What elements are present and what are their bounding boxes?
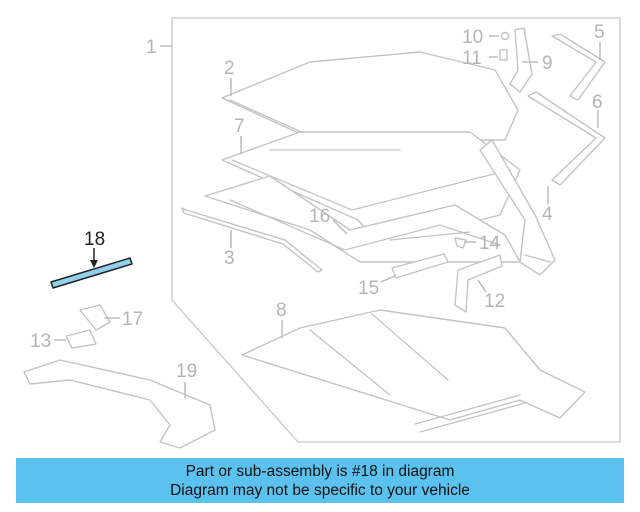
part-13-mount[interactable] xyxy=(65,329,97,349)
callout-10[interactable]: 10 xyxy=(462,27,483,48)
leader-16 xyxy=(332,219,348,235)
part-5-strip[interactable] xyxy=(551,33,606,101)
callout-8[interactable]: 8 xyxy=(276,300,287,321)
callout-5[interactable]: 5 xyxy=(594,22,605,43)
callout-1[interactable]: 1 xyxy=(146,37,157,58)
part-17-bracket[interactable] xyxy=(79,304,111,331)
callout-17[interactable]: 17 xyxy=(122,309,143,330)
leader-12 xyxy=(477,279,487,293)
callout-14[interactable]: 14 xyxy=(479,233,501,254)
part-11-clip[interactable] xyxy=(499,49,508,61)
part-4-pillar[interactable] xyxy=(479,139,556,276)
callout-6[interactable]: 6 xyxy=(592,92,603,113)
part-10-screw[interactable] xyxy=(500,31,510,41)
part-14-fastener[interactable] xyxy=(454,237,467,249)
callout-11[interactable]: 11 xyxy=(462,48,482,69)
part-15-latch-plate[interactable] xyxy=(391,253,449,279)
assembly-frame xyxy=(171,17,621,443)
part-16-inner-frame[interactable] xyxy=(204,175,521,263)
leader-15 xyxy=(380,275,396,283)
callout-9[interactable]: 9 xyxy=(542,53,553,74)
callout-12[interactable]: 12 xyxy=(484,291,505,312)
callout-2[interactable]: 2 xyxy=(224,58,235,79)
part-18-weatherstrip-highlighted[interactable] xyxy=(50,257,133,289)
leader-18-arrowhead xyxy=(90,260,98,268)
callout-16[interactable]: 16 xyxy=(309,206,330,227)
info-banner: Part or sub-assembly is #18 in diagram D… xyxy=(16,458,624,503)
callout-4[interactable]: 4 xyxy=(542,204,553,225)
callout-19[interactable]: 19 xyxy=(176,361,197,382)
callout-13[interactable]: 13 xyxy=(30,331,51,352)
part-12-hinge[interactable] xyxy=(454,254,503,313)
part-6-strip[interactable] xyxy=(527,91,606,186)
banner-line-1: Part or sub-assembly is #18 in diagram xyxy=(185,463,455,480)
part-9-bracket[interactable] xyxy=(509,27,533,93)
part-19-spoiler[interactable] xyxy=(23,359,216,449)
callout-7[interactable]: 7 xyxy=(234,116,245,137)
callout-18[interactable]: 18 xyxy=(84,229,105,250)
callout-15[interactable]: 15 xyxy=(358,278,379,299)
callout-3[interactable]: 3 xyxy=(224,248,235,269)
part-3-side-rail[interactable] xyxy=(181,207,323,273)
banner-line-2: Diagram may not be specific to your vehi… xyxy=(170,482,470,499)
part-8-outer-panel[interactable] xyxy=(241,309,586,433)
